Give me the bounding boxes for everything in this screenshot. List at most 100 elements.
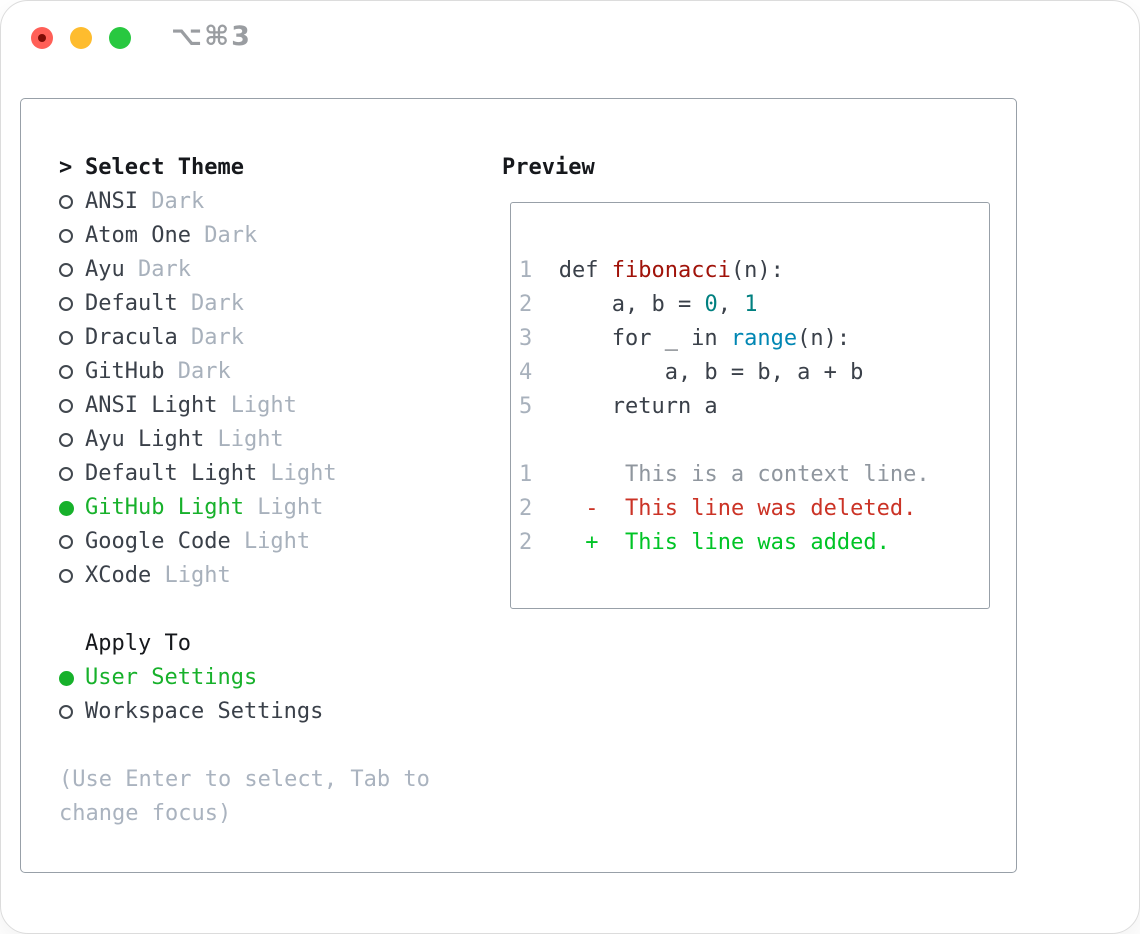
- code-segment: return a: [558, 394, 718, 419]
- zoom-button[interactable]: [109, 27, 131, 49]
- code-line: 5 return a: [519, 390, 989, 424]
- circle-marker: [59, 195, 73, 209]
- circle-marker: [59, 365, 73, 379]
- option-label: Default Light: [85, 461, 258, 486]
- code-segment: This is a context line.: [624, 462, 930, 487]
- radio-icon: [59, 229, 85, 243]
- radio-icon: [59, 263, 85, 277]
- code-line: 2 a, b = 0, 1: [519, 288, 989, 322]
- theme-variant-tag: Dark: [137, 257, 191, 282]
- theme-variant-tag: Dark: [177, 359, 231, 384]
- circle-marker: [59, 535, 73, 549]
- unsaved-indicator-dot: [38, 34, 46, 42]
- line-number: 2: [519, 530, 533, 555]
- line-number: 1: [519, 462, 533, 487]
- code-line: 1 def fibonacci(n):: [519, 254, 989, 288]
- minimize-button[interactable]: [70, 27, 92, 49]
- circle-marker: [59, 229, 73, 243]
- theme-variant-tag: Light: [257, 495, 324, 520]
- caret-icon: >: [59, 155, 73, 180]
- line-number: 1: [519, 258, 533, 283]
- code-segment: range: [730, 326, 798, 351]
- diff-line: 2 + This line was added.: [519, 526, 989, 560]
- radio-selected-icon: [59, 500, 85, 516]
- code-segment: +: [585, 530, 625, 555]
- code-text: - This line was deleted.: [559, 492, 917, 526]
- radio-icon: [59, 535, 85, 549]
- code-segment: [559, 530, 586, 555]
- theme-list-header: > Select Theme: [59, 151, 337, 185]
- theme-variant-tag: Light: [230, 393, 297, 418]
- circle-marker: [59, 500, 74, 516]
- header-marker-slot: >: [59, 151, 85, 185]
- code-segment: -: [585, 496, 625, 521]
- line-number: 4: [519, 360, 533, 385]
- code-text: + This line was added.: [559, 526, 890, 560]
- apply-option[interactable]: Workspace Settings: [59, 695, 323, 729]
- code-segment: This line was added.: [624, 530, 890, 555]
- code-segment: [559, 496, 586, 521]
- code-segment: def: [558, 258, 612, 283]
- code-line: 3 for _ in range(n):: [519, 322, 989, 356]
- code-segment: a, b = b, a + b: [558, 360, 864, 385]
- circle-marker: [59, 467, 73, 481]
- theme-variant-tag: Light: [217, 427, 284, 452]
- hint-line: (Use Enter to select, Tab to: [59, 767, 430, 792]
- traffic-lights: [31, 27, 131, 49]
- preview-title: Preview: [502, 155, 595, 180]
- radio-icon: [59, 705, 85, 719]
- apply-option[interactable]: User Settings: [59, 661, 323, 695]
- code-segment: [559, 462, 625, 487]
- code-segment: 0: [704, 292, 718, 317]
- code-text: def fibonacci(n):: [559, 254, 784, 288]
- option-label: Default: [85, 291, 178, 316]
- option-label: User Settings: [85, 665, 258, 690]
- line-number: 5: [519, 394, 533, 419]
- diff-line: 1 This is a context line.: [519, 458, 989, 492]
- apply-title: Apply To: [85, 631, 191, 656]
- radio-selected-icon: [59, 670, 85, 686]
- close-button[interactable]: [31, 27, 53, 49]
- theme-list-title: Select Theme: [85, 155, 244, 180]
- code-segment: a, b =: [558, 292, 705, 317]
- code-text: a, b = 0, 1: [559, 288, 758, 322]
- option-label: Workspace Settings: [85, 699, 324, 724]
- code-segment: 1: [744, 292, 758, 317]
- circle-marker: [59, 331, 73, 345]
- code-segment: This line was deleted.: [624, 496, 917, 521]
- radio-icon: [59, 297, 85, 311]
- hint-line: change focus): [59, 801, 232, 826]
- radio-icon: [59, 467, 85, 481]
- code-segment: fibonacci: [611, 258, 731, 283]
- option-label: Google Code: [85, 529, 231, 554]
- radio-icon: [59, 433, 85, 447]
- circle-marker: [59, 263, 73, 277]
- code-segment: for _ in: [558, 326, 731, 351]
- diff-block: 1 This is a context line. 2 - This line w…: [519, 458, 989, 560]
- circle-marker: [59, 399, 73, 413]
- radio-icon: [59, 365, 85, 379]
- option-label: Atom One: [85, 223, 191, 248]
- code-text: This is a context line.: [559, 458, 930, 492]
- theme-variant-tag: Light: [164, 563, 231, 588]
